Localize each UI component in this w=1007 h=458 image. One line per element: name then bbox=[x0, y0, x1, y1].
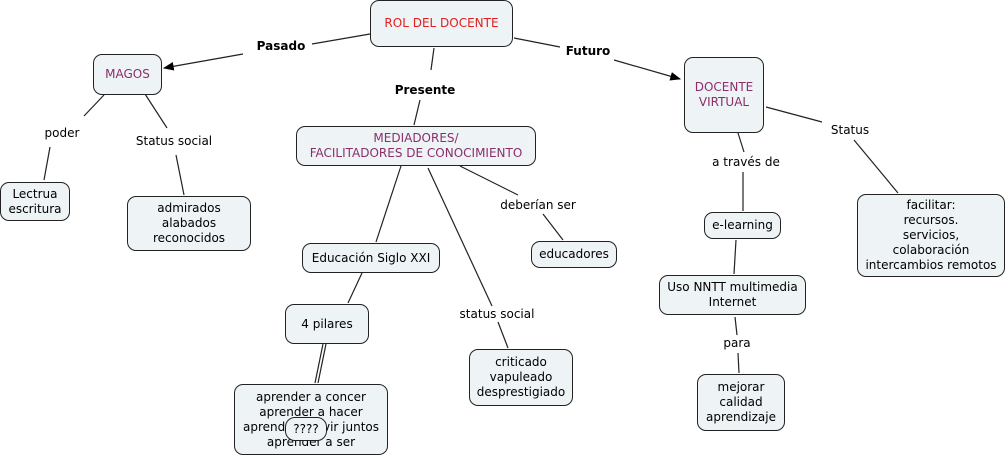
concept-educacion-siglo-xxi[interactable]: Educación Siglo XXI bbox=[302, 243, 440, 273]
line-med-educacion bbox=[375, 165, 402, 243]
line-magos-poder bbox=[83, 94, 105, 117]
line-para-mejorar bbox=[737, 352, 740, 374]
line-root-futuro bbox=[513, 37, 561, 48]
concept-docente-virtual[interactable]: DOCENTE VIRTUAL bbox=[684, 57, 764, 133]
concept-mediadores[interactable]: MEDIADORES/ FACILITADORES DE CONOCIMIENT… bbox=[296, 126, 536, 166]
line-pilares-aprender-a bbox=[314, 343, 324, 384]
link-label-para: para bbox=[721, 336, 753, 350]
concept-magos[interactable]: MAGOS bbox=[93, 54, 162, 95]
line-magos-status bbox=[144, 93, 168, 129]
concept-educadores[interactable]: educadores bbox=[531, 241, 617, 268]
link-label-status-social-med: status social bbox=[457, 307, 537, 321]
link-label-presente: Presente bbox=[392, 83, 458, 97]
line-deberian-educadores bbox=[542, 213, 564, 241]
link-label-status-social-magos: Status social bbox=[133, 134, 215, 148]
concept-4-pilares[interactable]: 4 pilares bbox=[285, 304, 369, 344]
arrow-futuro-docente bbox=[613, 59, 682, 81]
line-poder-lectrua bbox=[43, 146, 51, 181]
link-label-poder: poder bbox=[42, 126, 82, 140]
link-label-status: Status bbox=[828, 123, 872, 137]
line-docente-status bbox=[765, 106, 823, 123]
link-label-a-traves-de: a través de bbox=[710, 155, 782, 169]
line-pilares-aprender-b bbox=[317, 343, 327, 384]
line-root-presente bbox=[430, 47, 435, 71]
line-presente-mediadores bbox=[413, 99, 421, 126]
concept-uso-nntt[interactable]: Uso NNTT multimedia Internet bbox=[659, 275, 806, 315]
line-status-facilitar bbox=[853, 139, 899, 194]
concept-interrogantes[interactable]: ???? bbox=[285, 417, 327, 441]
line-docente-atraves bbox=[737, 132, 745, 153]
line-med-deberian bbox=[459, 165, 519, 196]
line-educacion-pilares bbox=[347, 272, 363, 304]
line-status-criticado bbox=[497, 321, 509, 349]
concept-facilitar[interactable]: facilitar: recursos. servicios, colabora… bbox=[857, 194, 1005, 277]
link-label-pasado: Pasado bbox=[254, 39, 308, 53]
line-elearning-nntt bbox=[733, 239, 737, 275]
line-root-pasado bbox=[311, 33, 371, 45]
concept-rol-del-docente[interactable]: ROL DEL DOCENTE bbox=[370, 0, 513, 47]
link-label-futuro: Futuro bbox=[563, 44, 613, 58]
concept-e-learning[interactable]: e-learning bbox=[704, 212, 781, 239]
line-nntt-para bbox=[734, 316, 738, 336]
concept-mejorar-calidad[interactable]: mejorar calidad aprendizaje bbox=[697, 374, 785, 431]
concept-criticado[interactable]: criticado vapuleado desprestigiado bbox=[469, 349, 573, 406]
concept-admirados[interactable]: admirados alabados reconocidos bbox=[127, 196, 251, 251]
line-status-admirados bbox=[175, 154, 185, 196]
concept-lectrua-escritura[interactable]: Lectrua escritura bbox=[0, 182, 70, 221]
line-med-status bbox=[427, 167, 493, 307]
arrow-pasado-magos bbox=[162, 53, 244, 71]
link-label-deberian-ser: deberían ser bbox=[498, 198, 578, 212]
